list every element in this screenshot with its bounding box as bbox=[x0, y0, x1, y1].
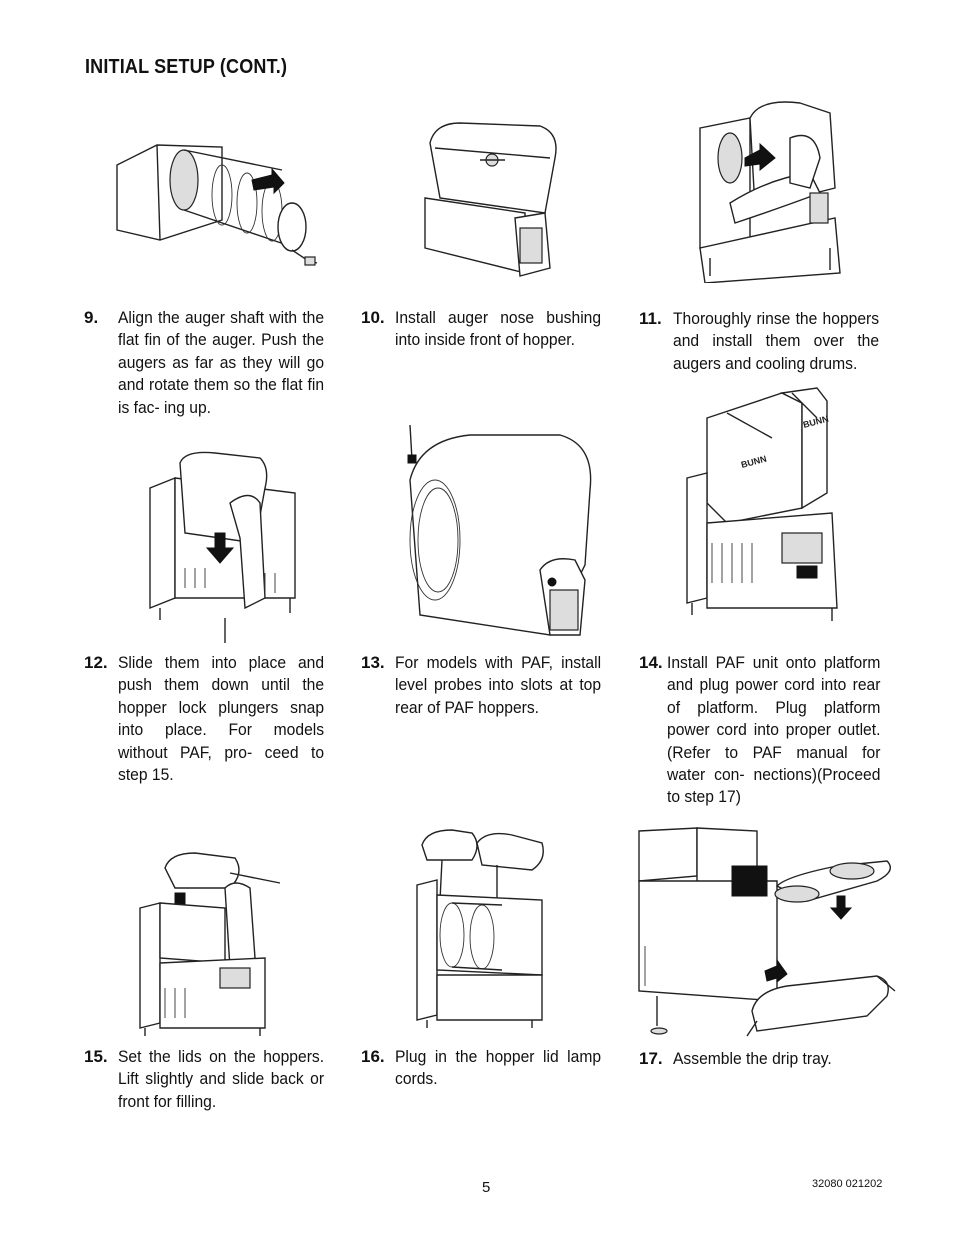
step-number: 15. bbox=[84, 1047, 108, 1066]
figure-hopper-install bbox=[690, 98, 855, 283]
step-text: Install PAF unit onto platform and plug … bbox=[667, 653, 881, 807]
document-code: 32080 021202 bbox=[812, 1178, 883, 1190]
step-text: For models with PAF, install level probe… bbox=[395, 653, 602, 717]
step-number: 14. bbox=[639, 653, 663, 672]
step-text: Align the auger shaft with the flat fin … bbox=[118, 308, 325, 417]
step-text: Assemble the drip tray. bbox=[673, 1049, 832, 1068]
step-text: Set the lids on the hoppers. Lift slight… bbox=[118, 1047, 325, 1111]
step-16: 16. Plug in the hopper lid lamp cords. bbox=[361, 1046, 621, 1096]
step-9: 9. Align the auger shaft with the flat f… bbox=[84, 307, 344, 419]
step-text: Thoroughly rinse the hoppers and install… bbox=[673, 309, 880, 373]
figure-paf-unit: BUNN BUNN bbox=[682, 383, 852, 623]
step-text: Plug in the hopper lid lamp cords. bbox=[395, 1047, 602, 1089]
page-title: INITIAL SETUP (CONT.) bbox=[85, 56, 288, 78]
figure-level-probe bbox=[400, 420, 600, 638]
step-10: 10. Install auger nose bushing into insi… bbox=[361, 307, 621, 357]
step-number: 11. bbox=[639, 309, 662, 328]
step-number: 10. bbox=[361, 308, 385, 327]
step-number: 16. bbox=[361, 1047, 385, 1066]
page-number: 5 bbox=[482, 1179, 491, 1196]
step-text: Slide them into place and push them down… bbox=[118, 653, 325, 785]
step-13: 13. For models with PAF, install level p… bbox=[361, 652, 621, 722]
figure-auger-install bbox=[112, 135, 327, 275]
step-11: 11. Thoroughly rinse the hoppers and ins… bbox=[639, 308, 899, 378]
step-number: 9. bbox=[84, 308, 99, 327]
step-number: 13. bbox=[361, 653, 385, 672]
step-number: 12. bbox=[84, 653, 108, 672]
step-12: 12. Slide them into place and push them … bbox=[84, 652, 344, 784]
figure-nose-bushing bbox=[420, 118, 565, 278]
figure-drip-tray bbox=[637, 826, 899, 1048]
step-15: 15. Set the lids on the hoppers. Lift sl… bbox=[84, 1046, 344, 1116]
step-14: 14. Install PAF unit onto platform and p… bbox=[639, 652, 901, 806]
step-number: 17. bbox=[639, 1049, 663, 1068]
step-text: Install auger nose bushing into inside f… bbox=[395, 308, 602, 350]
figure-hopper-lock bbox=[145, 448, 320, 648]
figure-lamp-cords bbox=[412, 825, 552, 1030]
step-17: 17. Assemble the drip tray. bbox=[639, 1048, 899, 1078]
figure-hopper-lids bbox=[135, 848, 283, 1038]
